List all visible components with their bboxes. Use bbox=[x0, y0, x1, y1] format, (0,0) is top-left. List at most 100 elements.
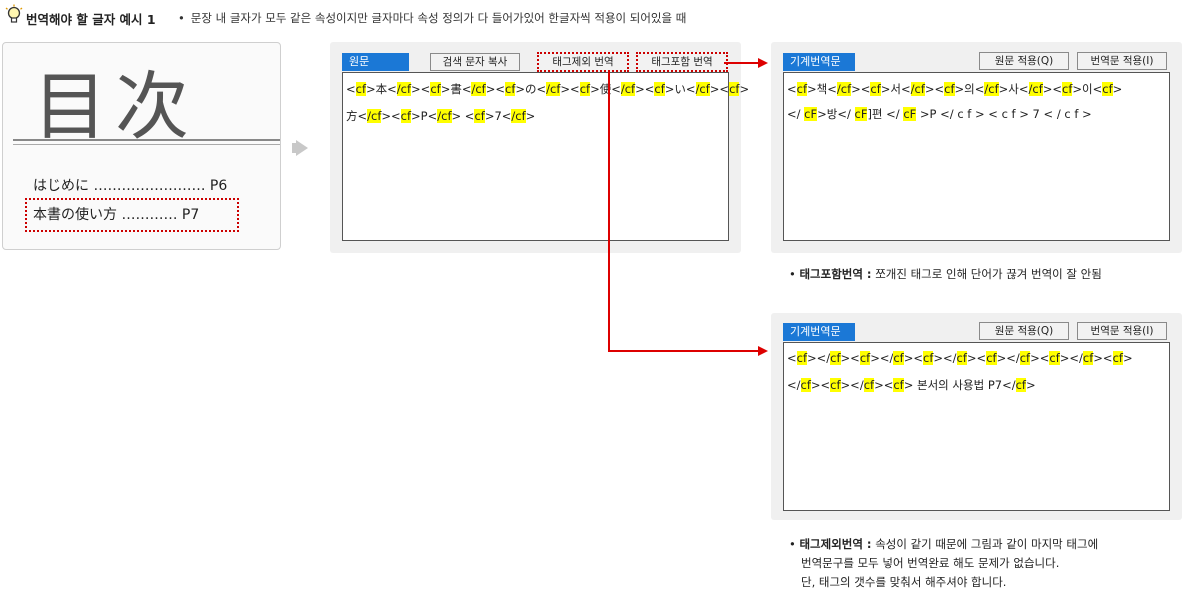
bullet: • bbox=[178, 11, 185, 25]
header-description: • 문장 내 글자가 모두 같은 속성이지만 글자마다 속성 정의가 다 들어가있… bbox=[178, 10, 686, 26]
tag-highlight: cf bbox=[800, 378, 811, 392]
header-description-text: 문장 내 글자가 모두 같은 속성이지만 글자마다 속성 정의가 다 들어가있어… bbox=[190, 11, 687, 25]
translation-2-line-1: <cf></cf><cf></cf><cf></cf><cf></cf><cf>… bbox=[787, 351, 1133, 365]
translation-text-area-1[interactable] bbox=[783, 72, 1170, 241]
code-text: >< bbox=[874, 378, 894, 392]
code-text: > bbox=[1122, 351, 1133, 365]
tag-highlight: cf bbox=[893, 351, 904, 365]
code-text: >사< bbox=[998, 82, 1029, 96]
code-text: >< bbox=[709, 82, 730, 96]
tag-highlight: cf bbox=[893, 378, 904, 392]
code-text: < bbox=[787, 351, 797, 365]
copy-search-text-button[interactable]: 검색 문자 복사 bbox=[430, 53, 520, 71]
note-tag-excluded: • 태그제외번역 : 속성이 같기 때문에 그림과 같이 마지막 태그에 번역문… bbox=[789, 535, 1098, 592]
toc-highlight-box bbox=[25, 198, 239, 232]
toc-item-howto: 本書の使い方 ………… P7 bbox=[33, 207, 200, 223]
arrow-head-icon-2 bbox=[758, 346, 768, 356]
tag-highlight: /cf bbox=[437, 109, 452, 123]
code-text: ></ bbox=[870, 351, 894, 365]
code-text: >의< bbox=[954, 82, 985, 96]
code-text: </ bbox=[787, 378, 801, 392]
apply-translation-button-2[interactable]: 번역문 적용(I) bbox=[1077, 322, 1167, 340]
tab-source[interactable]: 원문 bbox=[342, 53, 409, 71]
tag-highlight: /cf bbox=[396, 82, 412, 96]
code-text: ></ bbox=[933, 351, 957, 365]
code-text: >< bbox=[966, 351, 987, 365]
tag-highlight: cf bbox=[400, 109, 412, 123]
apply-translation-button[interactable]: 번역문 적용(I) bbox=[1077, 52, 1167, 70]
flow-arrow-icon bbox=[296, 140, 308, 156]
page-title: 번역해야 할 글자 예시 1 bbox=[26, 12, 156, 27]
tag-highlight: cf bbox=[355, 82, 367, 96]
code-text: >책< bbox=[807, 82, 837, 96]
code-text: >書< bbox=[440, 82, 472, 96]
tag-highlight: /cf bbox=[367, 109, 382, 123]
translation-text-area-2[interactable] bbox=[783, 342, 1170, 511]
code-text: >< bbox=[381, 109, 401, 123]
translate-including-tags-button[interactable]: 태그포함 번역 bbox=[636, 52, 728, 72]
tag-highlight: cF bbox=[903, 107, 917, 121]
tag-highlight: cf bbox=[1082, 351, 1094, 365]
code-text: ></ bbox=[1059, 351, 1083, 365]
code-text: > bbox=[525, 109, 536, 123]
tag-highlight: cf bbox=[1019, 351, 1031, 365]
tag-highlight: cf bbox=[474, 109, 485, 123]
code-text: >< bbox=[1093, 351, 1113, 365]
note-tag-included-label: 태그포함번역 : bbox=[799, 267, 872, 281]
note-tag-excluded-label: 태그제외번역 : bbox=[799, 537, 872, 551]
arrow-head-icon bbox=[758, 58, 768, 68]
code-text: < bbox=[346, 82, 356, 96]
tag-highlight: /cf bbox=[1028, 82, 1043, 96]
code-text: >< bbox=[1042, 82, 1063, 96]
tag-highlight: cf bbox=[1102, 82, 1113, 96]
source-text-area[interactable] bbox=[342, 72, 729, 241]
tab-machine-translation[interactable]: 기계번역문 bbox=[783, 53, 855, 71]
book-divider bbox=[13, 139, 280, 141]
code-text: >< bbox=[485, 82, 506, 96]
tag-highlight: /cf bbox=[511, 109, 526, 123]
tag-highlight: cf bbox=[430, 82, 441, 96]
translate-excluding-tags-button[interactable]: 태그제외 번역 bbox=[537, 52, 629, 72]
tag-highlight: cf bbox=[729, 82, 740, 96]
book-title-kanji: 目次 bbox=[33, 64, 197, 150]
tag-highlight: cf bbox=[830, 351, 841, 365]
note-tag-excluded-line3: 단, 태그의 갯수를 맞춰서 해주셔야 합니다. bbox=[801, 575, 1007, 589]
code-text: >使< bbox=[590, 82, 621, 96]
tag-highlight: cF bbox=[804, 107, 818, 121]
apply-source-button-2[interactable]: 원문 적용(Q) bbox=[979, 322, 1069, 340]
tag-highlight: cf bbox=[1015, 378, 1026, 392]
code-text: >< bbox=[1030, 351, 1050, 365]
code-text: > bbox=[1112, 82, 1123, 96]
source-line-2: 方</cf><cf>P</cf> <cf>7</cf> bbox=[346, 108, 535, 124]
tab-machine-translation-2[interactable]: 기계번역문 bbox=[783, 323, 855, 341]
tag-highlight: cf bbox=[1049, 351, 1060, 365]
connector-line-top bbox=[724, 62, 760, 64]
tag-highlight: /cf bbox=[695, 82, 710, 96]
code-text: ></ bbox=[840, 378, 864, 392]
code-text: >< bbox=[840, 351, 860, 365]
code-text: > bbox=[739, 82, 750, 96]
code-text: >< bbox=[810, 378, 831, 392]
tag-highlight: /cf bbox=[984, 82, 999, 96]
code-text: 方< bbox=[346, 109, 368, 123]
apply-source-button[interactable]: 원문 적용(Q) bbox=[979, 52, 1069, 70]
code-text: >本< bbox=[366, 82, 397, 96]
code-text: >이< bbox=[1072, 82, 1103, 96]
tag-highlight: cf bbox=[923, 351, 934, 365]
flow-arrow-stem bbox=[292, 143, 298, 153]
tag-highlight: cf bbox=[944, 82, 955, 96]
code-text: >< bbox=[903, 351, 924, 365]
code-text: ]편 </ bbox=[867, 107, 904, 121]
tag-highlight: cf bbox=[1062, 82, 1073, 96]
note-tag-excluded-text: 속성이 같기 때문에 그림과 같이 마지막 태그에 bbox=[875, 537, 1099, 551]
tag-highlight: /cf bbox=[836, 82, 852, 96]
code-text: >< bbox=[411, 82, 431, 96]
tag-highlight: cf bbox=[870, 82, 881, 96]
tag-highlight: cF bbox=[854, 107, 868, 121]
tag-highlight: cf bbox=[830, 378, 841, 392]
connector-line-vertical bbox=[608, 72, 610, 352]
code-text: >< bbox=[560, 82, 580, 96]
book-divider-thin bbox=[13, 144, 280, 145]
code-text: >い< bbox=[664, 82, 696, 96]
connector-line-bottom bbox=[608, 350, 760, 352]
